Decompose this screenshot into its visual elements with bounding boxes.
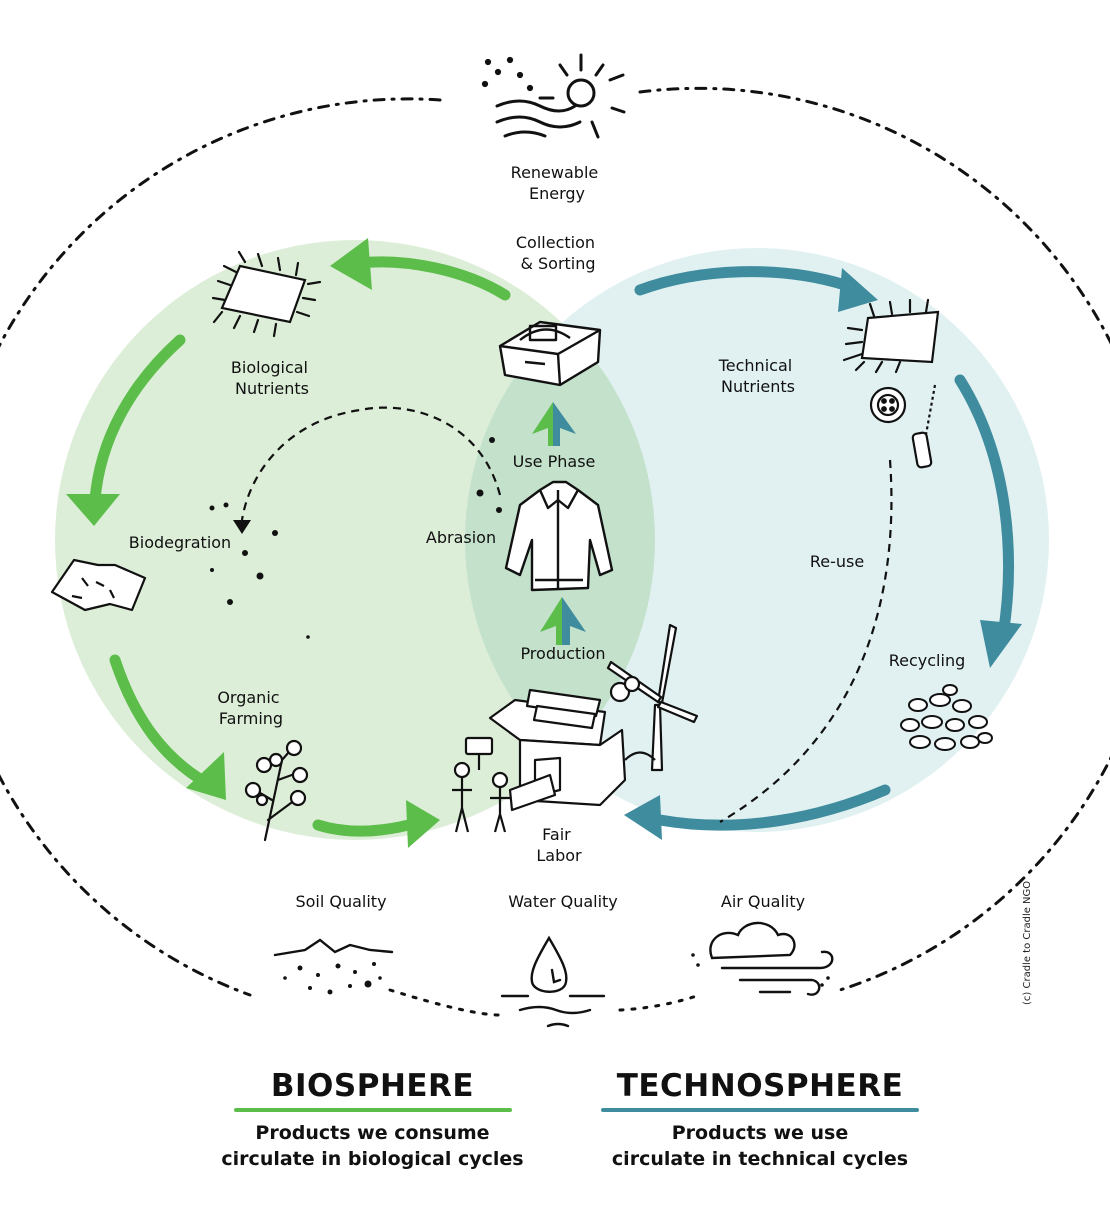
water-quality-label: Water Quality: [508, 892, 618, 911]
overlap-region: [465, 248, 655, 832]
technical-cycle-arrows: [634, 266, 1014, 831]
button-zipper-icon: [869, 384, 937, 469]
tech-arrow-top: [634, 266, 851, 296]
organic-farming-label: Organic Farming: [217, 688, 284, 728]
bio-arrowhead-lower-left: [186, 752, 226, 800]
sun-icon: [481, 53, 626, 139]
soil-icon: [273, 938, 394, 995]
production-label: Production: [520, 644, 605, 663]
reuse-label: Re-use: [810, 552, 864, 571]
abrasion-arrowhead: [233, 520, 251, 534]
use-phase-label: Use Phase: [513, 452, 596, 471]
biosphere-desc-line2: circulate in biological cycles: [221, 1148, 524, 1170]
particle-dots: [209, 437, 502, 639]
shredded-pellets-icon: [900, 684, 993, 751]
tech-arrow-bottom: [654, 784, 891, 831]
technosphere-title: TECHNOSPHERE: [616, 1068, 904, 1104]
biosphere-legend: BIOSPHERE Products we consume circulate …: [215, 1068, 530, 1172]
copyright-credit: (c) Cradle to Cradle NGO: [1022, 881, 1033, 1005]
up-arrow-top-green: [532, 402, 553, 446]
tech-arrowhead-top: [838, 268, 878, 312]
reuse-dashed-path: [719, 459, 893, 823]
bio-arrow-lower-left: [109, 654, 216, 791]
tech-arrowhead-bottom: [624, 795, 662, 840]
crate-icon: [498, 320, 602, 387]
technosphere-desc-line1: Products we use: [671, 1122, 849, 1144]
jacket-icon: [504, 480, 614, 592]
up-arrow-top-blue: [553, 402, 576, 446]
up-arrow-bottom-blue: [562, 597, 586, 645]
wind-turbine-icon: [606, 623, 699, 772]
technosphere-underline: [601, 1108, 919, 1112]
wind-cloud-icon: [691, 921, 834, 996]
soil-quality-label: Soil Quality: [295, 892, 386, 911]
biodegration-label: Biodegration: [129, 533, 231, 552]
bio-arrowhead-left: [66, 494, 120, 526]
technical-fabric-square-icon: [842, 298, 940, 374]
recycling-label: Recycling: [889, 651, 966, 670]
biological-cycle-arrows: [89, 256, 511, 837]
collection-sorting-label: Collection & Sorting: [516, 233, 600, 273]
biosphere-circle: [55, 240, 655, 840]
biosphere-desc-line1: Products we consume: [255, 1122, 490, 1144]
technical-nutrients-label: Technical Nutrients: [718, 356, 798, 396]
biosphere-underline: [233, 1108, 512, 1112]
biological-nutrients-label: Biological Nutrients: [231, 358, 313, 398]
renewable-energy-label: Renewable Energy: [511, 163, 604, 203]
abrasion-label: Abrasion: [426, 528, 496, 547]
torn-fabric-icon: [50, 558, 147, 612]
technosphere-legend: TECHNOSPHERE Products we use circulate i…: [590, 1068, 930, 1172]
up-arrow-bottom-green: [540, 597, 562, 645]
air-quality-label: Air Quality: [721, 892, 805, 911]
factory-icon: [452, 688, 627, 833]
technosphere-desc-line2: circulate in technical cycles: [611, 1148, 909, 1170]
fabric-square-icon: [211, 250, 322, 338]
abrasion-dashed-path: [240, 406, 502, 521]
fair-labor-label: Fair Labor: [536, 825, 582, 865]
bio-arrow-top: [354, 256, 511, 301]
bio-arrowhead-top: [330, 238, 372, 290]
bio-arrow-left: [89, 334, 186, 506]
biosphere-title: BIOSPHERE: [270, 1068, 475, 1104]
outer-dashed-cycle: [0, 86, 1110, 1017]
water-drop-icon: [500, 935, 606, 1028]
bio-arrowhead-bottom: [406, 800, 440, 848]
tech-arrowhead-right: [980, 620, 1022, 668]
tech-arrow-right: [954, 374, 1014, 641]
cotton-plant-icon: [244, 739, 309, 842]
